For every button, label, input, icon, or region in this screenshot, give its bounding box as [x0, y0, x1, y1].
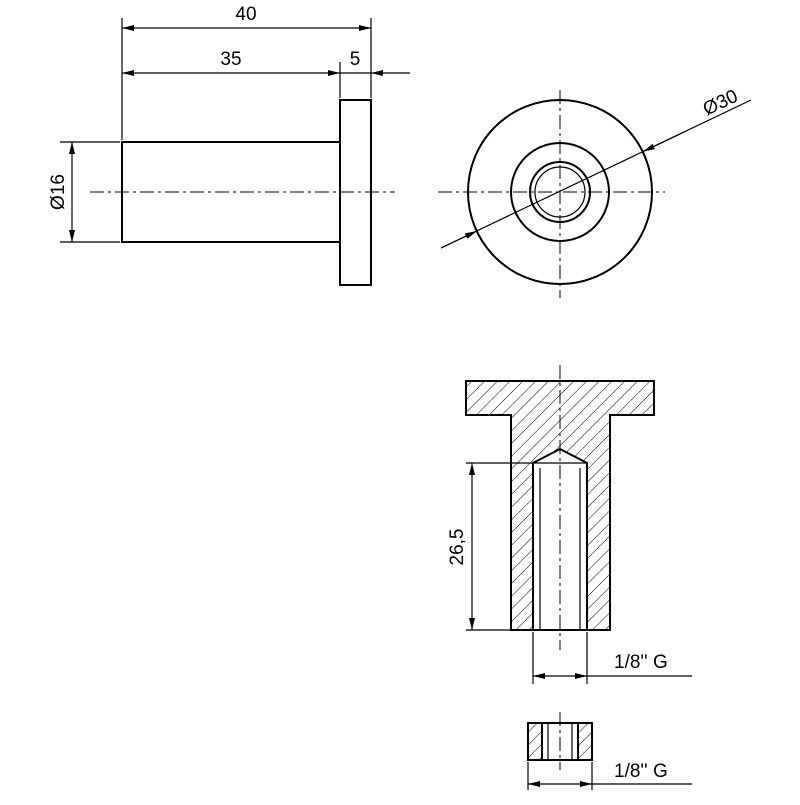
dim-body-length-label: 35: [220, 49, 241, 70]
section-view: 26,5 1/8'' G: [447, 365, 692, 684]
dim-bore-depth-label: 26,5: [447, 529, 468, 566]
bore-void: [533, 449, 587, 630]
dimension-arrow-flange-diameter: [440, 230, 478, 249]
dim-body-diameter-label: Ø16: [48, 174, 69, 210]
insert-hatching-right: [578, 723, 592, 760]
insert-hatching-left: [528, 723, 542, 760]
dim-flange-thickness-label: 5: [350, 49, 361, 70]
insert-thread-label: 1/8'' G: [614, 761, 668, 782]
section-outline: [465, 380, 655, 631]
body-outline: [121, 141, 341, 243]
insert-view: 1/8'' G: [527, 712, 692, 790]
dim-overall-length-label: 40: [235, 4, 256, 25]
dimension-arrow-flange-diameter: [642, 131, 686, 153]
side-view: 40 35 5 Ø16: [48, 4, 410, 286]
section-thread-label: 1/8'' G: [614, 652, 668, 673]
dimension-line-flange-diameter: [440, 99, 752, 249]
front-view: Ø30: [438, 86, 752, 298]
